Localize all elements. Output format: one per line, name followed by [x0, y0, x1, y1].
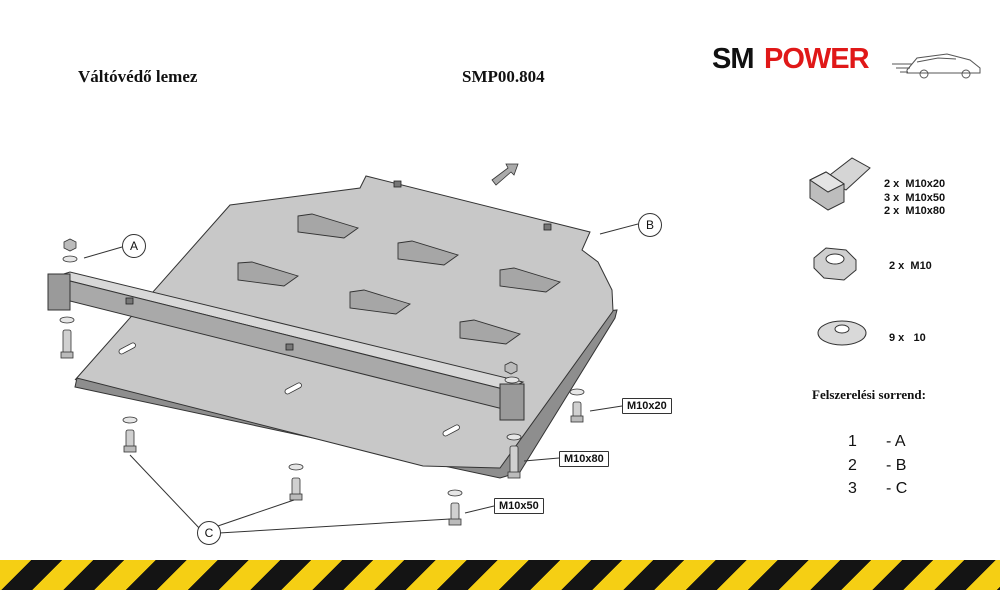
- callout-m10x20: M10x20: [622, 398, 672, 414]
- logo-text-sm: SM: [712, 43, 754, 75]
- fastener-left-top: [62, 238, 78, 263]
- fastener-c2: [288, 463, 304, 501]
- fastener-c3: [447, 489, 463, 526]
- product-code: SMP00.804: [462, 67, 545, 86]
- sequence-title: Felszerelési sorrend:: [812, 387, 926, 402]
- fastener-m10x20: [569, 388, 585, 423]
- fastener-m10x80: [506, 433, 522, 479]
- leader-lines: [83, 223, 639, 534]
- sequence-number: 1: [848, 433, 857, 450]
- bolt-icon: [809, 157, 871, 211]
- sequence-label: - A: [886, 433, 906, 450]
- sequence-label: - C: [886, 480, 908, 497]
- hazard-stripe-border: [0, 560, 1000, 590]
- washers-spec: 9 x 10: [889, 332, 926, 344]
- smpower-logo: SM POWER: [712, 43, 981, 79]
- sequence-number: 3: [848, 480, 857, 497]
- plate-slots: [118, 342, 460, 437]
- washer-icon: [817, 320, 867, 346]
- plate-studs: [125, 180, 552, 351]
- sequence-label: - B: [886, 457, 907, 474]
- sequence-row: 2 - B: [848, 457, 906, 475]
- fastener-c1: [122, 416, 138, 453]
- bolts-spec: 2 x M10x20 3 x M10x50 2 x M10x80: [884, 178, 946, 217]
- sequence-number: 2: [848, 457, 857, 474]
- sequence-row: 3 - C: [848, 480, 907, 498]
- fastener-left-bottom: [59, 316, 75, 359]
- bar-end-bracket-left: [47, 273, 71, 311]
- label-b: B: [638, 213, 662, 237]
- product-title: Váltóvédő lemez: [78, 67, 198, 86]
- front-direction-arrow-icon: [491, 163, 519, 186]
- label-c: C: [197, 521, 221, 545]
- fastener-right-nut: [504, 361, 520, 384]
- bar-end-bracket-right: [499, 383, 525, 421]
- sequence-row: 1 - A: [848, 433, 906, 451]
- logo-text-power: POWER: [764, 43, 870, 75]
- nut-icon: [813, 247, 857, 281]
- callout-m10x50: M10x50: [494, 498, 544, 514]
- callout-m10x80: M10x80: [559, 451, 609, 467]
- label-a: A: [122, 234, 146, 258]
- car-silhouette-icon: [892, 53, 981, 79]
- nuts-spec: 2 x M10: [889, 260, 932, 272]
